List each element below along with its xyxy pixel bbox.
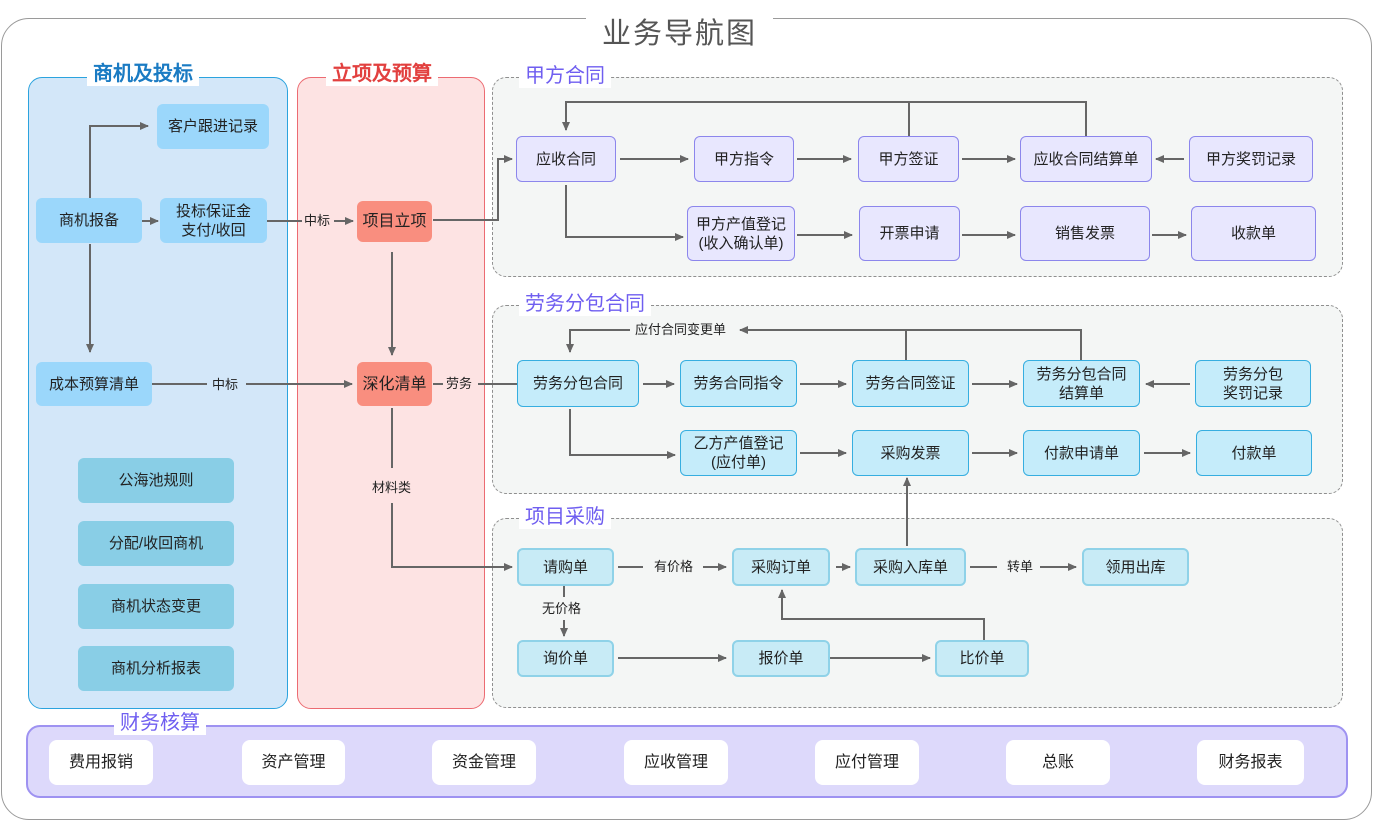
node-sales-invoice[interactable]: 销售发票 bbox=[1020, 206, 1150, 261]
node-opportunity-report[interactable]: 商机报备 bbox=[36, 198, 142, 243]
node-receivable-contract[interactable]: 应收合同 bbox=[516, 136, 616, 182]
node-cost-budget-list[interactable]: 成本预算清单 bbox=[36, 362, 152, 406]
finance-item-payables[interactable]: 应付管理 bbox=[815, 740, 919, 785]
node-purchase-invoice[interactable]: 采购发票 bbox=[852, 430, 969, 476]
finance-item-financial-reports[interactable]: 财务报表 bbox=[1197, 740, 1304, 785]
node-inquiry[interactable]: 询价单 bbox=[517, 640, 614, 677]
finance-item-funds[interactable]: 资金管理 bbox=[432, 740, 536, 785]
node-project-setup[interactable]: 项目立项 bbox=[357, 201, 432, 242]
node-labor-subcontract[interactable]: 劳务分包合同 bbox=[517, 360, 639, 407]
node-invoice-request[interactable]: 开票申请 bbox=[859, 206, 960, 261]
node-payment[interactable]: 付款单 bbox=[1196, 430, 1312, 476]
page-title: 业务导航图 bbox=[586, 15, 774, 53]
node-labor-visa[interactable]: 劳务合同签证 bbox=[852, 360, 969, 407]
node-opportunity-status-change[interactable]: 商机状态变更 bbox=[78, 584, 234, 629]
finance-item-assets[interactable]: 资产管理 bbox=[242, 740, 345, 785]
edge-label-materials: 材料类 bbox=[372, 480, 412, 495]
node-party-a-reward-record[interactable]: 甲方奖罚记录 bbox=[1189, 136, 1313, 182]
panel-title-project: 立项及预算 bbox=[326, 62, 438, 86]
node-purchase-inbound[interactable]: 采购入库单 bbox=[855, 548, 966, 586]
edge-label-no-price: 无价格 bbox=[542, 601, 582, 616]
finance-item-receivables[interactable]: 应收管理 bbox=[624, 740, 728, 785]
panel-title-party-a: 甲方合同 bbox=[519, 64, 611, 88]
node-party-a-visa[interactable]: 甲方签证 bbox=[858, 136, 959, 182]
finance-item-expense[interactable]: 费用报销 bbox=[49, 740, 153, 785]
edge-label-transfer: 转单 bbox=[1007, 559, 1034, 574]
panel-title-labor: 劳务分包合同 bbox=[519, 292, 651, 316]
node-customer-follow-record[interactable]: 客户跟进记录 bbox=[157, 104, 269, 149]
node-party-a-instruction[interactable]: 甲方指令 bbox=[694, 136, 794, 182]
node-party-b-output-registration[interactable]: 乙方产值登记 (应付单) bbox=[680, 430, 797, 476]
node-price-comparison[interactable]: 比价单 bbox=[935, 640, 1029, 677]
node-opportunity-analysis-report[interactable]: 商机分析报表 bbox=[78, 646, 234, 691]
node-labor-reward-record[interactable]: 劳务分包 奖罚记录 bbox=[1195, 360, 1311, 407]
node-material-outbound[interactable]: 领用出库 bbox=[1082, 548, 1189, 586]
panel-title-opportunity: 商机及投标 bbox=[87, 62, 199, 86]
edge-label-won-bid: 中标 bbox=[212, 377, 239, 392]
node-quotation[interactable]: 报价单 bbox=[732, 640, 830, 677]
finance-item-general-ledger[interactable]: 总账 bbox=[1006, 740, 1110, 785]
node-bid-deposit[interactable]: 投标保证金 支付/收回 bbox=[160, 198, 267, 243]
business-navigation-frame: 业务导航图 bbox=[1, 15, 1372, 820]
node-detail-list[interactable]: 深化清单 bbox=[357, 362, 432, 406]
node-public-pool-rules[interactable]: 公海池规则 bbox=[78, 458, 234, 503]
node-receivable-settlement[interactable]: 应收合同结算单 bbox=[1020, 136, 1152, 182]
node-requisition[interactable]: 请购单 bbox=[517, 548, 614, 586]
panel-title-purchase: 项目采购 bbox=[519, 505, 611, 529]
edge-label-has-price: 有价格 bbox=[654, 559, 694, 574]
panel-project-purchase: 项目采购 bbox=[492, 505, 1343, 708]
node-purchase-order[interactable]: 采购订单 bbox=[732, 548, 830, 586]
panel-title-finance: 财务核算 bbox=[114, 711, 206, 735]
node-party-a-output-registration[interactable]: 甲方产值登记 (收入确认单) bbox=[687, 206, 795, 261]
node-receipt[interactable]: 收款单 bbox=[1191, 206, 1316, 261]
edge-label-payable-change: 应付合同变更单 bbox=[635, 322, 727, 337]
node-labor-settlement[interactable]: 劳务分包合同 结算单 bbox=[1023, 360, 1140, 407]
node-assign-recall-opportunity[interactable]: 分配/收回商机 bbox=[78, 521, 234, 566]
edge-label-labor: 劳务 bbox=[446, 376, 473, 391]
node-payment-request[interactable]: 付款申请单 bbox=[1023, 430, 1140, 476]
node-labor-instruction[interactable]: 劳务合同指令 bbox=[680, 360, 797, 407]
edge-label-won-bid: 中标 bbox=[304, 213, 331, 228]
